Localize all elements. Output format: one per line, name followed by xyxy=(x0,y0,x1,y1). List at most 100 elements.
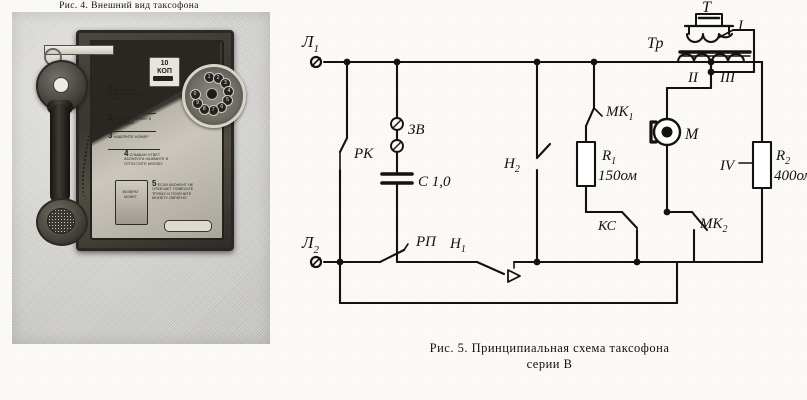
junction-dots xyxy=(336,58,715,266)
label-terminal-l2: Л2 xyxy=(301,233,320,256)
microphone-bracket xyxy=(649,120,658,144)
instruction-text-1: НЕ СНИМАЯ ТРУБКИ ОПУСТИТЕ МОНЕТУ xyxy=(108,88,144,101)
label-r1-value: 150ом xyxy=(598,168,637,184)
switch-mk1-hook xyxy=(593,107,603,117)
switch-rp-hook xyxy=(403,243,409,251)
label-h2: Н2 xyxy=(503,156,520,175)
junction-dot xyxy=(393,58,401,66)
coin-plate-value: 10 xyxy=(160,60,169,67)
terminal-l2-circle xyxy=(309,255,323,269)
rotary-dial-hub xyxy=(206,88,218,100)
instruction-number-5: 5 xyxy=(152,179,157,188)
label-rk: РК xyxy=(353,146,374,162)
label-terminal-l1: Л1 xyxy=(301,32,319,55)
mouthpiece-grill xyxy=(47,208,75,234)
switch-h1-arrow xyxy=(507,269,521,283)
instruction-number-4: 4 xyxy=(124,149,129,158)
instruction-item-3: 3 НАБЕРИТЕ НОМЕР xyxy=(108,131,152,140)
coin-return-box[interactable] xyxy=(115,180,148,225)
label-h1: Н1 xyxy=(449,236,466,255)
terminal-l1-slash xyxy=(311,57,321,67)
resistor-r2-body xyxy=(751,140,773,190)
label-tr: Тр xyxy=(647,35,664,52)
terminal-l2-slash xyxy=(311,257,321,267)
instruction-text-5: ЕСЛИ АБОНЕНТ НЕ ОТВЕЧАЕТ ПОВЕСЬТЕ ТРУБКУ… xyxy=(152,183,194,201)
instruction-rule-3 xyxy=(108,149,160,150)
switch-mk1-blade xyxy=(584,106,596,128)
label-c1: С 1,0 xyxy=(418,174,451,190)
switch-ks-blade xyxy=(620,210,639,230)
figure-4-photograph: 10 КОП 1 НЕ СНИМАЯ ТРУБКИ ОПУСТИТЕ МОНЕТ… xyxy=(0,0,292,400)
instruction-number-2: 2 xyxy=(108,113,113,122)
figure-5-caption-line-2: серии В xyxy=(526,357,573,371)
instruction-item-5: 5 ЕСЛИ АБОНЕНТ НЕ ОТВЕЧАЕТ ПОВЕСЬТЕ ТРУБ… xyxy=(152,179,204,201)
switch-h1-blade xyxy=(475,260,506,276)
instruction-rule-1 xyxy=(108,113,156,114)
coin-slot[interactable] xyxy=(153,76,173,81)
handset-hanger-bar xyxy=(44,45,114,55)
figure-5-schematic: Л1 Л2 РК ЗВ С 1,0 РП Н1 Н2 МК1 МК2 КС xyxy=(292,0,807,400)
label-r2-value: 400ом xyxy=(774,168,807,184)
dial-digit-8[interactable]: 8 xyxy=(198,103,210,115)
junction-dot xyxy=(707,58,715,66)
label-winding-i: I xyxy=(737,18,744,34)
label-t: Т xyxy=(702,0,712,16)
resistor-r1-body xyxy=(575,140,597,188)
label-winding-iii: III xyxy=(719,70,736,86)
label-mk2: МК2 xyxy=(699,216,727,235)
instruction-text-2: СНИМИТЕ ТРУБКУ И ЖДИТЕ ГУДКА xyxy=(108,117,152,126)
instruction-rule-2 xyxy=(108,131,156,132)
winding-ii-coil xyxy=(676,53,712,64)
circuit-diagram: Л1 Л2 РК ЗВ С 1,0 РП Н1 Н2 МК1 МК2 КС xyxy=(301,0,807,305)
photo-frame: 10 КОП 1 НЕ СНИМАЯ ТРУБКИ ОПУСТИТЕ МОНЕТ… xyxy=(12,12,270,344)
junction-dot xyxy=(633,258,641,266)
instruction-item-2: 2 СНИМИТЕ ТРУБКУ И ЖДИТЕ ГУДКА xyxy=(108,113,152,126)
figure-5-caption: Рис. 5. Принципиальная схема таксофона с… xyxy=(302,340,797,372)
instruction-item-4: 4 СЛЫШАН ОТВЕТ АБОНЕНТА НАЖМИТЕ И ОТПУСТ… xyxy=(124,149,170,166)
instruction-item-1: 1 НЕ СНИМАЯ ТРУБКИ ОПУСТИТЕ МОНЕТУ xyxy=(108,84,144,101)
junction-dot xyxy=(707,68,715,76)
label-mk1: МК1 xyxy=(605,104,633,123)
instruction-number-1: 1 xyxy=(108,84,113,93)
dial-digit-5[interactable]: 5 xyxy=(222,95,234,107)
instruction-text-3: НАБЕРИТЕ НОМЕР xyxy=(113,135,149,139)
switch-rp-blade xyxy=(378,248,406,264)
coin-return-label: ВОЗВРАТ МОНЕТ xyxy=(122,190,139,199)
label-rp: РП xyxy=(415,234,437,250)
label-winding-ii: II xyxy=(687,70,699,86)
coin-denomination-plate: 10 КОП xyxy=(149,57,180,87)
instruction-text-4: СЛЫШАН ОТВЕТ АБОНЕНТА НАЖМИТЕ И ОТПУСТИТ… xyxy=(124,153,169,166)
label-m: М xyxy=(684,126,700,143)
winding-iii-coil xyxy=(710,53,746,64)
label-r1: R1 xyxy=(601,148,616,167)
junction-dot xyxy=(343,58,351,66)
label-r2: R2 xyxy=(775,148,790,167)
junction-dot xyxy=(590,58,598,66)
instruction-number-3: 3 xyxy=(108,131,113,140)
switch-rk-blade xyxy=(338,136,349,154)
label-ks: КС xyxy=(597,219,617,234)
figure-4-caption-line-1: Рис. 4. Внешний вид таксофона xyxy=(59,1,199,11)
bell-coil-lower-slash xyxy=(392,141,402,151)
label-zv: ЗВ xyxy=(408,122,425,138)
junction-dot xyxy=(533,58,541,66)
junction-dot xyxy=(533,258,541,266)
manufacturer-nameplate xyxy=(164,220,212,232)
junction-dot xyxy=(663,208,671,216)
bell-coil-upper-slash xyxy=(392,119,402,129)
winding-i-coil xyxy=(685,32,734,43)
earpiece-sound-hole xyxy=(53,77,69,93)
winding-i-lead xyxy=(717,29,734,39)
microphone-inner-dot xyxy=(661,126,673,138)
coin-plate-unit: КОП xyxy=(157,68,172,75)
switch-h2-blade xyxy=(535,142,552,160)
handset-handle xyxy=(50,104,70,204)
terminal-l1-circle xyxy=(309,55,323,69)
dial-digit-0[interactable]: 0 xyxy=(189,88,201,100)
telephone-t-arms xyxy=(688,25,730,35)
junction-dot xyxy=(336,258,344,266)
figure-5-caption-line-1: Рис. 5. Принципиальная схема таксофона xyxy=(429,341,670,355)
label-winding-iv: IV xyxy=(719,158,736,174)
switch-mk2-blade xyxy=(690,210,709,232)
